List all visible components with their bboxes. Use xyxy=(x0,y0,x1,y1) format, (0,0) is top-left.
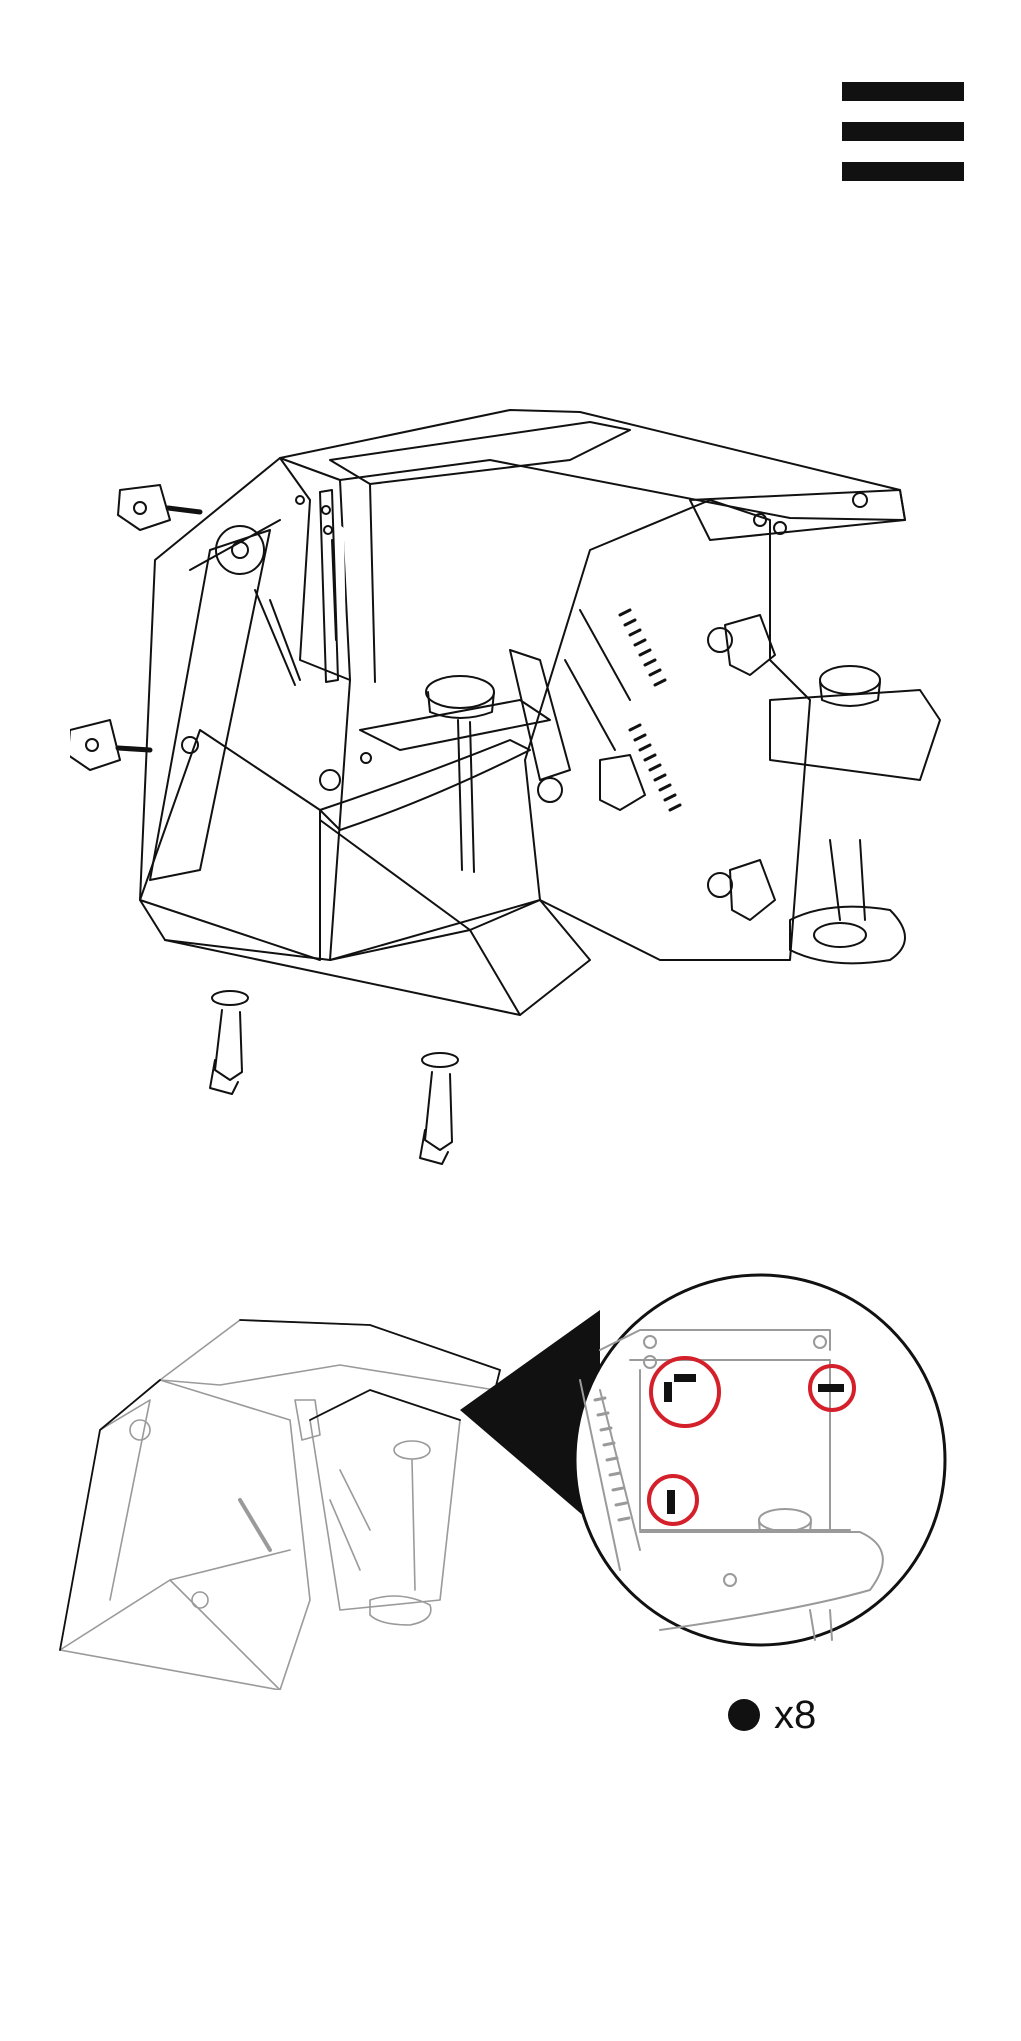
filled-dot-icon xyxy=(728,1699,760,1731)
step-bar xyxy=(842,162,964,181)
detail-bolt-locations-illustration xyxy=(40,1270,1000,1690)
step-three-bars-icon xyxy=(842,82,964,182)
step-bar xyxy=(842,122,964,141)
main-assembly-illustration xyxy=(70,400,970,1220)
step-bar xyxy=(842,82,964,101)
hardware-quantity: x8 xyxy=(774,1695,816,1735)
hardware-quantity-callout: x8 xyxy=(728,1690,816,1740)
